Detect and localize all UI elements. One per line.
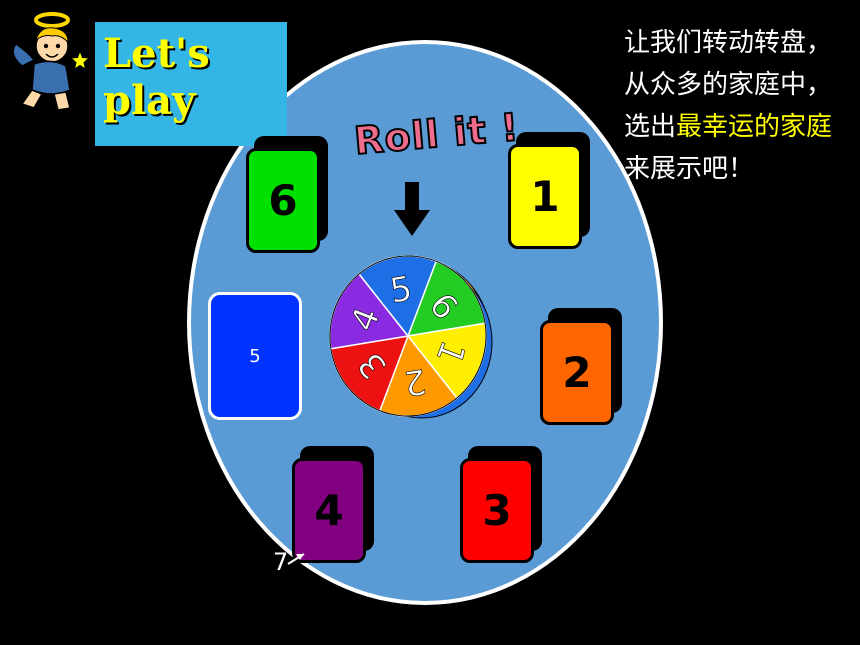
angel-cherub-icon xyxy=(12,12,81,111)
instruction-part-2: 来展示吧！ xyxy=(624,154,755,184)
star-wand-icon xyxy=(70,50,90,70)
card-label: 5 xyxy=(249,345,261,367)
pointer-arrow-icon xyxy=(287,553,305,565)
card-label: 6 xyxy=(268,176,298,225)
card-4[interactable]: 4 xyxy=(292,458,366,563)
card-1[interactable]: 1 xyxy=(508,144,582,249)
card-3[interactable]: 3 xyxy=(460,458,534,563)
corner-number: 7 xyxy=(273,548,289,576)
title-text: Let's play xyxy=(103,30,210,124)
card-6[interactable]: 6 xyxy=(246,148,320,253)
instruction-part-1: 让我们转动转盘，从众多的家庭中，选出 xyxy=(624,28,833,142)
card-2[interactable]: 2 xyxy=(540,320,614,425)
instruction-text: 让我们转动转盘，从众多的家庭中，选出最幸运的家庭来展示吧！ xyxy=(624,22,834,190)
title-box: Let's play xyxy=(95,22,287,146)
wheel-rim xyxy=(329,255,487,417)
instruction-highlight: 最幸运的家庭 xyxy=(676,112,833,142)
wheel-slice-label: 5 xyxy=(387,269,415,312)
card-label: 1 xyxy=(530,172,560,221)
card-label: 4 xyxy=(314,486,344,535)
card-label: 2 xyxy=(562,348,592,397)
card-label: 3 xyxy=(482,486,512,535)
card-5-highlighted[interactable]: 5 xyxy=(208,292,302,420)
down-arrow-icon xyxy=(394,182,430,236)
